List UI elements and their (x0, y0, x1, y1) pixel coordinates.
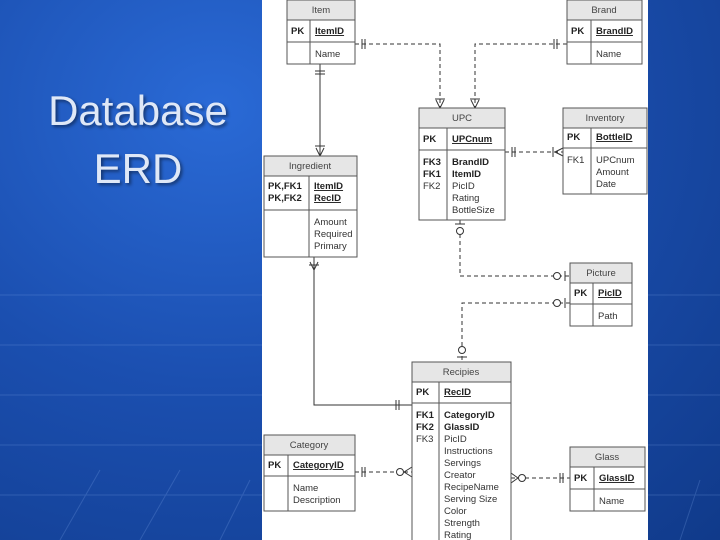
field-name: Serving Size (444, 494, 497, 505)
key-label: PK (574, 288, 587, 299)
field-name: Description (293, 495, 341, 506)
key-label: PK (268, 460, 281, 471)
field-name: Primary (314, 241, 347, 252)
field-name: Required (314, 229, 353, 240)
field-name: ItemID (452, 169, 481, 180)
field-name: BrandID (596, 26, 633, 37)
entity-name: Brand (591, 5, 616, 16)
field-name: Amount (596, 167, 629, 178)
key-label: PK (416, 387, 429, 398)
field-name: Name (599, 496, 624, 507)
entity-recipies[interactable]: Recipies PK RecID FK1 CategoryID FK2 Gla… (411, 361, 512, 540)
field-name: PicID (452, 181, 475, 192)
field-name: Name (315, 49, 340, 60)
field-name: Rating (452, 193, 479, 204)
title-line-1: Database (48, 87, 228, 134)
field-name: Name (596, 49, 621, 60)
entity-name: UPC (452, 113, 472, 124)
key-label: PK,FK1 (268, 181, 303, 192)
field-name: ItemID (315, 26, 344, 37)
field-name: CategoryID (444, 410, 495, 421)
entity-name: Category (290, 440, 329, 451)
field-name: BrandID (452, 157, 489, 168)
key-label: FK1 (567, 155, 584, 166)
entity-name: Recipies (443, 367, 480, 378)
key-label: PK,FK2 (268, 193, 302, 204)
entity-inventory[interactable]: Inventory PK BottleID FK1 UPCnum Amount … (562, 107, 648, 195)
key-label: FK3 (416, 434, 433, 445)
rel-upc-picture (459, 220, 570, 277)
field-name: UPCnum (452, 134, 492, 145)
entity-brand[interactable]: Brand PK BrandID Name (566, 0, 643, 65)
entity-name: Picture (586, 268, 616, 279)
key-label: FK1 (423, 169, 442, 180)
key-label: FK1 (416, 410, 435, 421)
field-name: Date (596, 179, 616, 190)
field-name: GlassID (444, 422, 480, 433)
field-name: RecID (444, 387, 471, 398)
title-line-2: ERD (93, 145, 183, 192)
rel-item-upc (355, 43, 441, 108)
field-name: Rating (444, 530, 471, 540)
field-name: Amount (314, 217, 347, 228)
entity-upc[interactable]: UPC PK UPCnum FK3 BrandID FK1 ItemID FK2… (418, 107, 506, 221)
key-label: FK3 (423, 157, 441, 168)
entity-glass[interactable]: Glass PK GlassID Name (569, 446, 646, 512)
field-name: PicID (598, 288, 622, 299)
entity-name: Inventory (585, 113, 624, 124)
field-name: GlassID (599, 473, 635, 484)
field-name: Color (444, 506, 467, 517)
entity-name: Item (312, 5, 331, 16)
field-name: RecID (314, 193, 341, 204)
rel-recipies-picture (461, 302, 570, 362)
key-label: PK (423, 134, 436, 145)
relationship-lines (309, 39, 570, 484)
key-label: PK (574, 473, 587, 484)
field-name: Strength (444, 518, 480, 529)
field-name: Servings (444, 458, 481, 469)
key-label: PK (291, 26, 304, 37)
field-name: Creator (444, 470, 476, 481)
key-label: PK (571, 26, 584, 37)
field-name: BottleSize (452, 205, 495, 216)
key-label: FK2 (416, 422, 434, 433)
field-name: Instructions (444, 446, 493, 457)
entity-name: Ingredient (289, 161, 332, 172)
field-name: PicID (444, 434, 467, 445)
key-label: PK (567, 132, 580, 143)
slide-title: Database ERD (20, 82, 256, 198)
entity-ingredient[interactable]: Ingredient PK,FK1 ItemID PK,FK2 RecID Am… (263, 155, 358, 258)
field-name: ItemID (314, 181, 343, 192)
field-name: RecipeName (444, 482, 499, 493)
field-name: UPCnum (596, 155, 635, 166)
field-name: CategoryID (293, 460, 344, 471)
rel-brand-upc (474, 43, 567, 108)
entity-picture[interactable]: Picture PK PicID Path (569, 262, 633, 327)
field-name: Name (293, 483, 318, 494)
entity-category[interactable]: Category PK CategoryID Name Description (263, 434, 356, 512)
key-label: FK2 (423, 181, 440, 192)
entity-item[interactable]: Item PK ItemID Name (286, 0, 356, 65)
field-name: Path (598, 311, 618, 322)
entity-name: Glass (595, 452, 620, 463)
field-name: BottleID (596, 132, 633, 143)
rel-ingredient-recipies (313, 257, 412, 406)
